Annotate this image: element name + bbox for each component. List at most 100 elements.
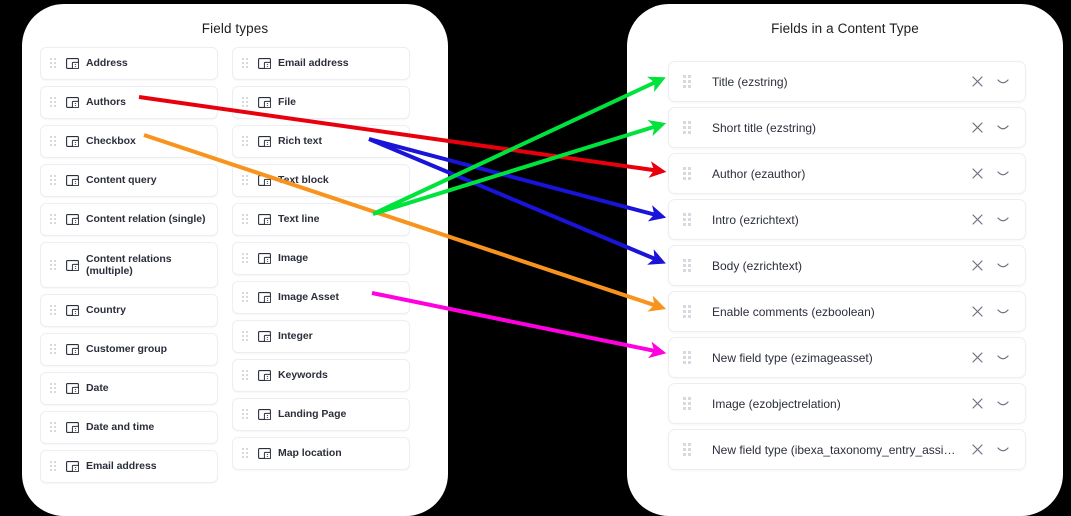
- field-type-item[interactable]: Rich text: [232, 125, 410, 158]
- content-type-field-row[interactable]: New field type (ezimageasset): [668, 337, 1026, 378]
- field-type-item[interactable]: Address: [40, 47, 218, 80]
- drag-handle-icon[interactable]: [683, 213, 692, 226]
- drag-handle-icon[interactable]: [683, 443, 692, 456]
- field-type-icon: [66, 305, 79, 316]
- content-type-field-row[interactable]: Short title (ezstring): [668, 107, 1026, 148]
- close-icon[interactable]: [968, 119, 986, 137]
- field-type-item[interactable]: Date: [40, 372, 218, 405]
- close-icon[interactable]: [968, 165, 986, 183]
- chevron-down-icon[interactable]: [994, 211, 1012, 229]
- drag-handle-icon[interactable]: [50, 175, 57, 186]
- field-type-item[interactable]: Content relation (single): [40, 203, 218, 236]
- drag-handle-icon[interactable]: [683, 305, 692, 318]
- drag-handle-icon[interactable]: [50, 97, 57, 108]
- chevron-down-icon[interactable]: [994, 395, 1012, 413]
- drag-handle-icon[interactable]: [50, 383, 57, 394]
- chevron-down-icon[interactable]: [994, 257, 1012, 275]
- field-type-item[interactable]: Image Asset: [232, 281, 410, 314]
- field-type-item[interactable]: Email address: [40, 450, 218, 483]
- chevron-down-icon[interactable]: [994, 303, 1012, 321]
- drag-handle-icon[interactable]: [242, 136, 249, 147]
- chevron-down-icon[interactable]: [994, 165, 1012, 183]
- content-type-field-actions: [968, 349, 1025, 367]
- field-type-icon: [66, 461, 79, 472]
- drag-handle-icon[interactable]: [50, 136, 57, 147]
- content-type-field-row[interactable]: Enable comments (ezboolean): [668, 291, 1026, 332]
- chevron-down-icon[interactable]: [994, 119, 1012, 137]
- field-type-item[interactable]: Image: [232, 242, 410, 275]
- content-type-fields-panel-title: Fields in a Content Type: [771, 21, 919, 36]
- close-icon[interactable]: [968, 73, 986, 91]
- drag-handle-icon[interactable]: [50, 422, 57, 433]
- field-type-item-label: Country: [86, 304, 126, 317]
- field-type-item-label: Date and time: [86, 421, 155, 434]
- field-type-icon: [66, 259, 79, 271]
- field-type-item[interactable]: Customer group: [40, 333, 218, 366]
- content-type-field-actions: [968, 257, 1025, 275]
- drag-handle-icon[interactable]: [50, 344, 57, 355]
- content-type-field-row[interactable]: Author (ezauthor): [668, 153, 1026, 194]
- drag-handle-icon[interactable]: [242, 448, 249, 459]
- content-type-field-row[interactable]: New field type (ibexa_taxonomy_entry_ass…: [668, 429, 1026, 470]
- field-type-icon: [258, 448, 271, 459]
- field-type-item[interactable]: Landing Page: [232, 398, 410, 431]
- field-type-item-label: Map location: [278, 447, 342, 460]
- field-type-item[interactable]: Keywords: [232, 359, 410, 392]
- field-type-item[interactable]: Content relations (multiple): [40, 242, 218, 288]
- close-icon[interactable]: [968, 395, 986, 413]
- drag-handle-icon[interactable]: [50, 461, 57, 472]
- drag-handle-icon[interactable]: [50, 259, 57, 271]
- close-icon[interactable]: [968, 303, 986, 321]
- content-type-field-label: Short title (ezstring): [712, 120, 817, 135]
- close-icon[interactable]: [968, 441, 986, 459]
- drag-handle-icon[interactable]: [50, 214, 57, 225]
- drag-handle-icon[interactable]: [242, 253, 249, 264]
- field-type-item-label: Keywords: [278, 369, 328, 382]
- field-type-item[interactable]: Email address: [232, 47, 410, 80]
- field-type-item[interactable]: Map location: [232, 437, 410, 470]
- drag-handle-icon[interactable]: [242, 370, 249, 381]
- drag-handle-icon[interactable]: [683, 351, 692, 364]
- content-type-field-row[interactable]: Title (ezstring): [668, 61, 1026, 102]
- drag-handle-icon[interactable]: [242, 175, 249, 186]
- field-type-item-label: Image: [278, 252, 309, 265]
- field-type-item[interactable]: Country: [40, 294, 218, 327]
- drag-handle-icon[interactable]: [242, 409, 249, 420]
- content-type-field-actions: [968, 211, 1025, 229]
- drag-handle-icon[interactable]: [683, 121, 692, 134]
- field-type-item[interactable]: Authors: [40, 86, 218, 119]
- field-type-item[interactable]: Checkbox: [40, 125, 218, 158]
- content-type-field-row[interactable]: Body (ezrichtext): [668, 245, 1026, 286]
- field-type-item[interactable]: Content query: [40, 164, 218, 197]
- content-type-fields-list: Title (ezstring) Short title (ezstring) Au…: [668, 61, 1026, 475]
- content-type-field-label: Author (ezauthor): [712, 166, 806, 181]
- drag-handle-icon[interactable]: [242, 97, 249, 108]
- field-type-item[interactable]: Text line: [232, 203, 410, 236]
- content-type-field-row[interactable]: Image (ezobjectrelation): [668, 383, 1026, 424]
- drag-handle-icon[interactable]: [242, 214, 249, 225]
- field-type-item[interactable]: Integer: [232, 320, 410, 353]
- drag-handle-icon[interactable]: [683, 75, 692, 88]
- drag-handle-icon[interactable]: [683, 259, 692, 272]
- field-type-item[interactable]: Text block: [232, 164, 410, 197]
- content-type-field-row[interactable]: Intro (ezrichtext): [668, 199, 1026, 240]
- drag-handle-icon[interactable]: [242, 58, 249, 69]
- drag-handle-icon[interactable]: [242, 331, 249, 342]
- field-type-item[interactable]: Date and time: [40, 411, 218, 444]
- close-icon[interactable]: [968, 349, 986, 367]
- drag-handle-icon[interactable]: [50, 305, 57, 316]
- drag-handle-icon[interactable]: [242, 292, 249, 303]
- chevron-down-icon[interactable]: [994, 73, 1012, 91]
- drag-handle-icon[interactable]: [50, 58, 57, 69]
- close-icon[interactable]: [968, 257, 986, 275]
- content-type-field-label: Intro (ezrichtext): [712, 212, 799, 227]
- field-type-icon: [258, 253, 271, 264]
- chevron-down-icon[interactable]: [994, 349, 1012, 367]
- close-icon[interactable]: [968, 211, 986, 229]
- drag-handle-icon[interactable]: [683, 167, 692, 180]
- field-type-item[interactable]: File: [232, 86, 410, 119]
- chevron-down-icon[interactable]: [994, 441, 1012, 459]
- drag-handle-icon[interactable]: [683, 397, 692, 410]
- field-type-item-label: Date: [86, 382, 109, 395]
